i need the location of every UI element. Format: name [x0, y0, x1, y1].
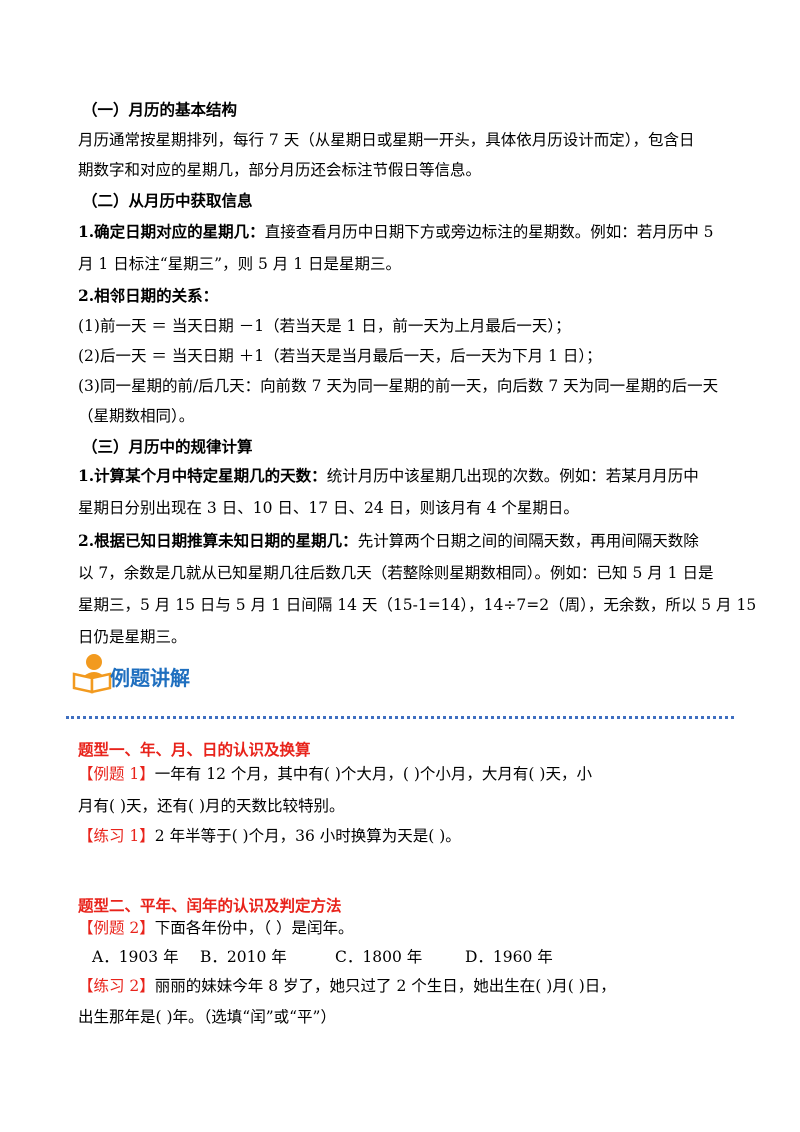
type2-example-text: 下面各年份中，（ ）是闰年。 — [154, 919, 354, 937]
type2-example-tag: 【例题 2】 — [78, 919, 155, 937]
type2-practice-line1: 【练习 2】丽丽的妹妹今年 8 岁了，她只过了 2 个生日，她出生在( )月( … — [78, 976, 616, 996]
section3-item2-line2: 以 7，余数是几就从已知星期几往后数几天（若整除则星期数相同）。例如：已知 5 … — [78, 564, 714, 582]
type1-example-line2: 月有( )天，还有( )月的天数比较特别。 — [78, 797, 345, 815]
section3-item2-label: 2.根据已知日期推算未知日期的星期几： — [78, 531, 358, 550]
type2-option-d: D．1960 年 — [465, 948, 553, 966]
type1-example-line1: 【例题 1】一年有 12 个月，其中有( )个大月，( )个小月，大月有( )天… — [78, 764, 592, 784]
type1-practice: 【练习 1】2 年半等于( )个月，36 小时换算为天是( )。 — [78, 826, 461, 846]
section3-item1-label: 1.计算某个月中特定星期几的天数： — [78, 466, 327, 485]
section2-item1-line2: 月 1 日标注“星期三”，则 5 月 1 日是星期三。 — [78, 255, 401, 273]
section2-rule1: (1)前一天 ＝ 当天日期 －1（若当天是 1 日，前一天为上月最后一天）； — [78, 317, 571, 335]
section3-item2-line3: 星期三，5 月 15 日与 5 月 1 日间隔 14 天（15-1=14），14… — [78, 596, 757, 614]
type2-example: 【例题 2】下面各年份中，（ ）是闰年。 — [78, 918, 353, 938]
section3-item2-text: 先计算两个日期之间的间隔天数，再用间隔天数除 — [357, 532, 699, 550]
section2-rule3-line2: （星期数相同）。 — [78, 407, 195, 425]
section3-item2-line4: 日仍是星期三。 — [78, 628, 187, 646]
type2-practice-line2: 出生那年是( )年。（选填“闰”或“平”） — [78, 1008, 336, 1026]
section3-item1: 1.计算某个月中特定星期几的天数：统计月历中该星期几出现的次数。例如：若某月月历… — [78, 466, 699, 486]
example-banner: 例题讲解 — [72, 652, 272, 698]
section1-text-line2: 期数字和对应的星期几，部分月历还会标注节假日等信息。 — [78, 161, 482, 179]
type2-option-b: B．2010 年 — [200, 948, 287, 966]
section-divider — [66, 716, 734, 719]
type2-practice-text: 丽丽的妹妹今年 8 岁了，她只过了 2 个生日，她出生在( )月( )日， — [154, 977, 616, 995]
type2-practice-tag: 【练习 2】 — [78, 977, 155, 995]
section1-heading: （一）月历的基本结构 — [82, 100, 238, 119]
type2-option-a: A．1903 年 — [92, 948, 179, 966]
section2-item1-text: 直接查看月历中日期下方或旁边标注的星期数。例如：若月历中 5 — [264, 223, 714, 241]
type2-title: 题型二、平年、闰年的认识及判定方法 — [78, 896, 342, 915]
banner-title: 例题讲解 — [110, 666, 190, 690]
type1-example-tag: 【例题 1】 — [78, 765, 155, 783]
section2-heading: （二）从月历中获取信息 — [82, 191, 253, 210]
type2-option-c: C．1800 年 — [335, 948, 423, 966]
section2-rule3-line1: (3)同一星期的前/后几天：向前数 7 天为同一星期的前一天，向后数 7 天为同… — [78, 377, 719, 395]
type1-title: 题型一、年、月、日的认识及换算 — [78, 740, 311, 759]
section2-item1: 1.确定日期对应的星期几：直接查看月历中日期下方或旁边标注的星期数。例如：若月历… — [78, 222, 713, 242]
section3-heading: （三）月历中的规律计算 — [82, 437, 253, 456]
section3-item2: 2.根据已知日期推算未知日期的星期几：先计算两个日期之间的间隔天数，再用间隔天数… — [78, 531, 699, 551]
type1-practice-tag: 【练习 1】 — [78, 827, 155, 845]
section2-rule2: (2)后一天 ＝ 当天日期 ＋1（若当天是当月最后一天，后一天为下月 1 日）； — [78, 347, 602, 365]
type1-practice-text: 2 年半等于( )个月，36 小时换算为天是( )。 — [154, 827, 461, 845]
section1-text-line1: 月历通常按星期排列，每行 7 天（从星期日或星期一开头，具体依月历设计而定），包… — [78, 131, 695, 149]
section2-item2-label: 2.相邻日期的关系： — [78, 286, 219, 305]
section3-item1-line2: 星期日分别出现在 3 日、10 日、17 日、24 日，则该月有 4 个星期日。 — [78, 499, 579, 517]
section3-item1-text: 统计月历中该星期几出现的次数。例如：若某月月历中 — [326, 467, 699, 485]
section2-item1-label: 1.确定日期对应的星期几： — [78, 222, 265, 241]
teacher-book-icon — [72, 654, 112, 694]
type1-example-text: 一年有 12 个月，其中有( )个大月，( )个小月，大月有( )天，小 — [154, 765, 592, 783]
